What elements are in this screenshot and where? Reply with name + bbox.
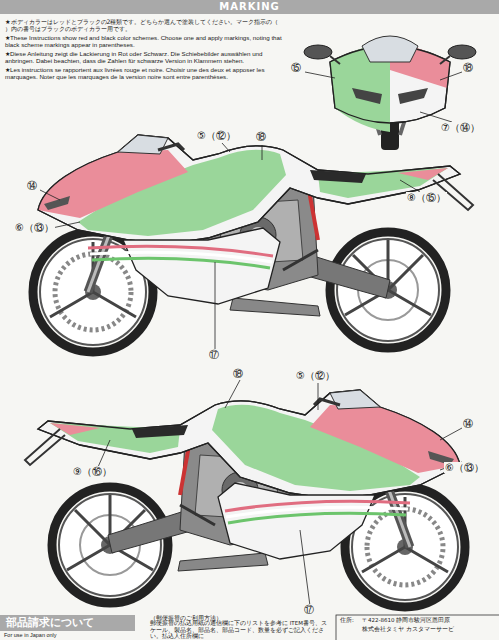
- address-text: 〒422-8610 静岡市駿河区恩田原: [362, 617, 450, 624]
- callout-number: ⑥（⑬）: [444, 462, 485, 473]
- section-heading: 部品請求について: [6, 616, 94, 629]
- callout-number: ⑥（⑬）: [14, 222, 55, 233]
- callout-number: ⑤（⑫）: [295, 370, 336, 381]
- callout-number: ⑰: [303, 604, 315, 615]
- callout-number: ⑱: [232, 368, 244, 379]
- callout-number: ⑤（⑫）: [196, 130, 237, 141]
- footer-band: [0, 615, 135, 631]
- note-french: ★Les instructions se rapportent aux livr…: [5, 66, 285, 81]
- callout-number: ⑱: [255, 131, 267, 142]
- callout-number: ⑭: [26, 180, 38, 191]
- callout-number: ⑭: [462, 418, 474, 429]
- address-box: [336, 615, 499, 640]
- address-label: 住所:: [340, 617, 354, 624]
- leader-lines: [40, 72, 462, 606]
- instruction-text: 郵便振替の払込用紙の通信欄に下のリストを参考に ITEM番号、スケール、製品名、…: [150, 620, 332, 640]
- company-name: 株式会社タミヤ カスタマーサービ: [362, 626, 454, 633]
- header-band: [0, 0, 499, 14]
- note-japanese: ★ボディカラーはレッドとブラックの2種類です。どちらか選んで塗装してください。マ…: [5, 18, 285, 33]
- page-title: MARKING: [0, 0, 499, 14]
- callout-number: ⑦（⑭）: [440, 122, 481, 133]
- bike-side-right: [25, 390, 465, 607]
- callout-number: ⑧（⑮）: [406, 192, 447, 203]
- note-english: ★These Instructions show red and black c…: [5, 34, 285, 49]
- footnote: For use in Japan only: [4, 632, 57, 639]
- bike-side-left: [33, 135, 473, 352]
- callout-number: ⑱: [462, 62, 474, 73]
- callout-number: ⑮: [290, 62, 302, 73]
- note-german: ★Diese Anleitung zeigt die Lackierung in…: [5, 50, 285, 65]
- callout-number: ⑨（⑯）: [72, 466, 113, 477]
- callout-number: ⑰: [208, 349, 220, 360]
